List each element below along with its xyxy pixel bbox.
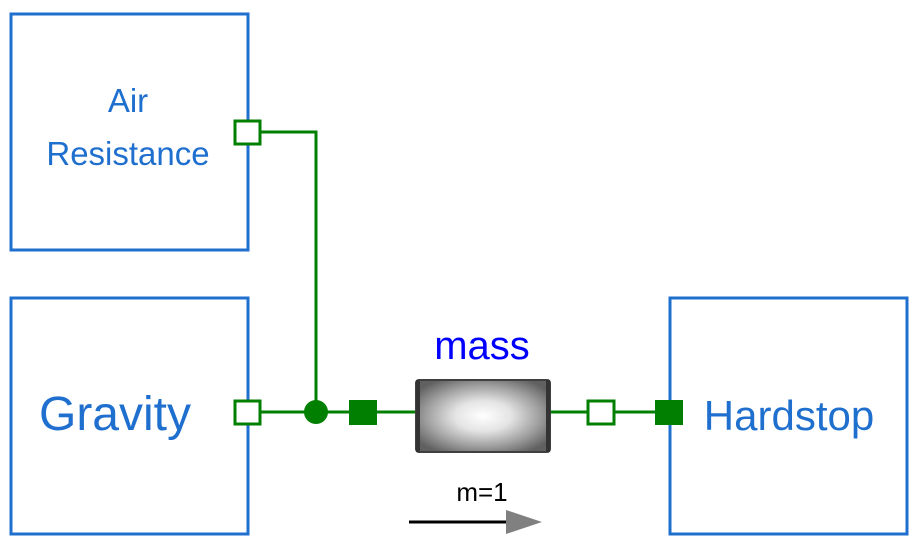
gravity-port-icon[interactable] bbox=[233, 399, 262, 426]
mass-port-b-icon[interactable] bbox=[586, 399, 616, 426]
air-resistance-label-line1: Air bbox=[108, 82, 148, 119]
hardstop-port-icon[interactable] bbox=[655, 400, 683, 425]
gravity-block[interactable]: Gravity bbox=[9, 296, 250, 536]
gravity-block-frame bbox=[9, 296, 250, 536]
mass-body-icon bbox=[415, 379, 551, 453]
hardstop-block-frame bbox=[668, 296, 909, 536]
junction-dot-icon bbox=[304, 400, 328, 424]
air-resistance-block-frame bbox=[9, 12, 250, 252]
mass-port-a-icon[interactable] bbox=[349, 400, 377, 425]
hardstop-label: Hardstop bbox=[704, 392, 874, 439]
mass-left-edge bbox=[416, 380, 420, 452]
mass-right-edge bbox=[546, 380, 550, 452]
air-resistance-block[interactable]: Air Resistance bbox=[9, 12, 250, 252]
air-resistance-port-icon[interactable] bbox=[233, 119, 262, 146]
air-resistance-label-line2: Resistance bbox=[46, 135, 209, 172]
gravity-label: Gravity bbox=[39, 388, 191, 441]
mass-parameter-label: m=1 bbox=[456, 477, 507, 507]
direction-arrow-icon bbox=[409, 510, 542, 534]
mass-component[interactable]: mass m=1 bbox=[409, 324, 551, 534]
mass-name-label: mass bbox=[434, 324, 530, 368]
hardstop-block[interactable]: Hardstop bbox=[668, 296, 909, 536]
wire-air-resistance-to-junction[interactable] bbox=[260, 130, 318, 412]
